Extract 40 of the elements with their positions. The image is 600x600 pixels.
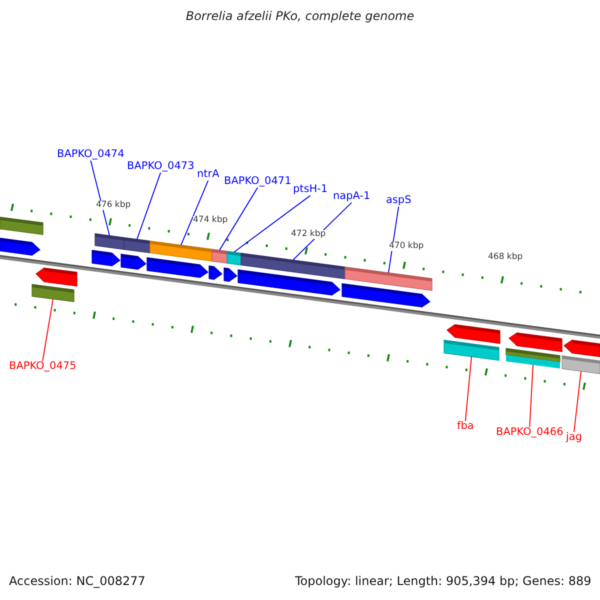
- leader-line: [464, 356, 472, 422]
- gene-label: napA-1: [333, 191, 370, 203]
- gene-bar: [444, 340, 500, 361]
- kbp-label: 476 kbp: [96, 201, 131, 210]
- gene-bar: [94, 233, 124, 250]
- gene-label: BAPKO_0473: [127, 161, 194, 173]
- gene-bar: [344, 266, 432, 291]
- leader-line: [42, 298, 54, 362]
- leader-line: [234, 195, 311, 253]
- gene-label: fba: [457, 421, 474, 433]
- leader-line: [180, 180, 209, 246]
- gene-label: ptsH-1: [293, 184, 328, 196]
- gene-bar: [32, 284, 74, 302]
- leader-line: [529, 364, 534, 428]
- kbp-label: 468 kbp: [488, 253, 523, 262]
- leader-line: [136, 172, 162, 240]
- gene-label: BAPKO_0475: [9, 361, 76, 373]
- gene-bar: [240, 252, 346, 280]
- gene-label: ntrA: [197, 169, 220, 181]
- gene-bar: [0, 216, 44, 236]
- kbp-label: 474 kbp: [193, 216, 228, 226]
- gene-bar: [150, 240, 212, 262]
- kbp-label: 472 kbp: [291, 230, 326, 240]
- gene-bar: [124, 237, 150, 254]
- genome-info-text: Topology: linear; Length: 905,394 bp; Genes: 889: [295, 575, 592, 588]
- leader-line: [219, 187, 258, 251]
- leader-line: [90, 160, 110, 236]
- leader-line: [574, 370, 582, 432]
- kbp-label: 470 kbp: [389, 242, 424, 252]
- gene-label: BAPKO_0474: [57, 149, 124, 161]
- gene-bar: [226, 250, 242, 266]
- gene-bar: [506, 348, 560, 368]
- gene-bar: [212, 248, 228, 264]
- gene-label: jag: [566, 432, 582, 444]
- map-title: Borrelia afzelii PKo, complete genome: [184, 10, 416, 24]
- gene-label: aspS: [386, 195, 412, 207]
- gene-label: BAPKO_0471: [224, 176, 292, 188]
- accession-text: Accession: NC_008277: [9, 575, 146, 588]
- gene-bar: [562, 355, 600, 374]
- gene-label: BAPKO_0466: [496, 427, 564, 439]
